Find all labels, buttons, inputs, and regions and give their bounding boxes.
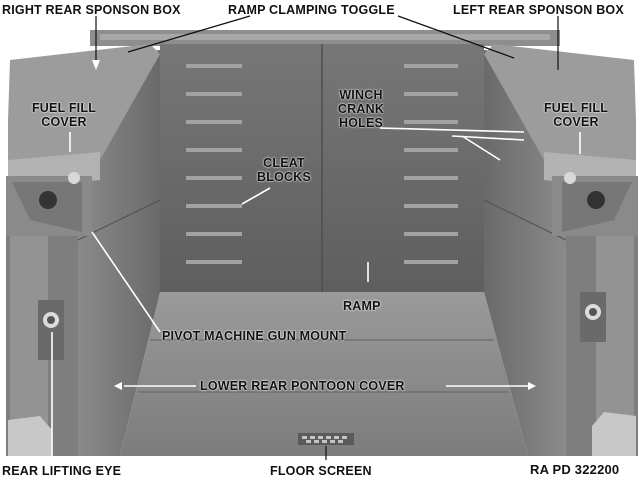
label-winch-crank-holes-line3: HOLES xyxy=(338,116,384,130)
label-cleat-blocks-line2: BLOCKS xyxy=(257,170,311,184)
label-right-rear-sponson-box: RIGHT REAR SPONSON BOX xyxy=(2,3,181,17)
photo-reference-number: RA PD 322200 xyxy=(530,462,620,477)
label-winch-crank-holes-line1: WINCH xyxy=(339,88,383,102)
leader-lines xyxy=(51,15,581,460)
label-winch-crank-holes-line2: CRANK xyxy=(337,102,385,116)
label-fuel-fill-cover-right-line1: FUEL FILL xyxy=(31,101,97,115)
label-left-rear-sponson-box: LEFT REAR SPONSON BOX xyxy=(453,3,624,17)
label-winch-crank-holes: WINCH CRANK HOLES xyxy=(328,88,394,130)
label-lower-rear-pontoon-cover: LOWER REAR PONTOON COVER xyxy=(200,379,405,393)
label-ramp: RAMP xyxy=(343,299,381,313)
label-fuel-fill-cover-left-line1: FUEL FILL xyxy=(543,101,609,115)
label-fuel-fill-cover-right-line2: COVER xyxy=(41,115,87,129)
label-fuel-fill-cover-right: FUEL FILL COVER xyxy=(24,101,104,129)
label-pivot-machine-gun-mount: PIVOT MACHINE GUN MOUNT xyxy=(162,329,347,343)
label-fuel-fill-cover-left: FUEL FILL COVER xyxy=(536,101,616,129)
label-fuel-fill-cover-left-line2: COVER xyxy=(553,115,599,129)
label-floor-screen: FLOOR SCREEN xyxy=(270,464,372,478)
label-cleat-blocks-line1: CLEAT xyxy=(263,156,305,170)
label-ramp-clamping-toggle: RAMP CLAMPING TOGGLE xyxy=(228,3,395,17)
label-cleat-blocks: CLEAT BLOCKS xyxy=(246,156,322,184)
label-rear-lifting-eye: REAR LIFTING EYE xyxy=(2,464,122,478)
